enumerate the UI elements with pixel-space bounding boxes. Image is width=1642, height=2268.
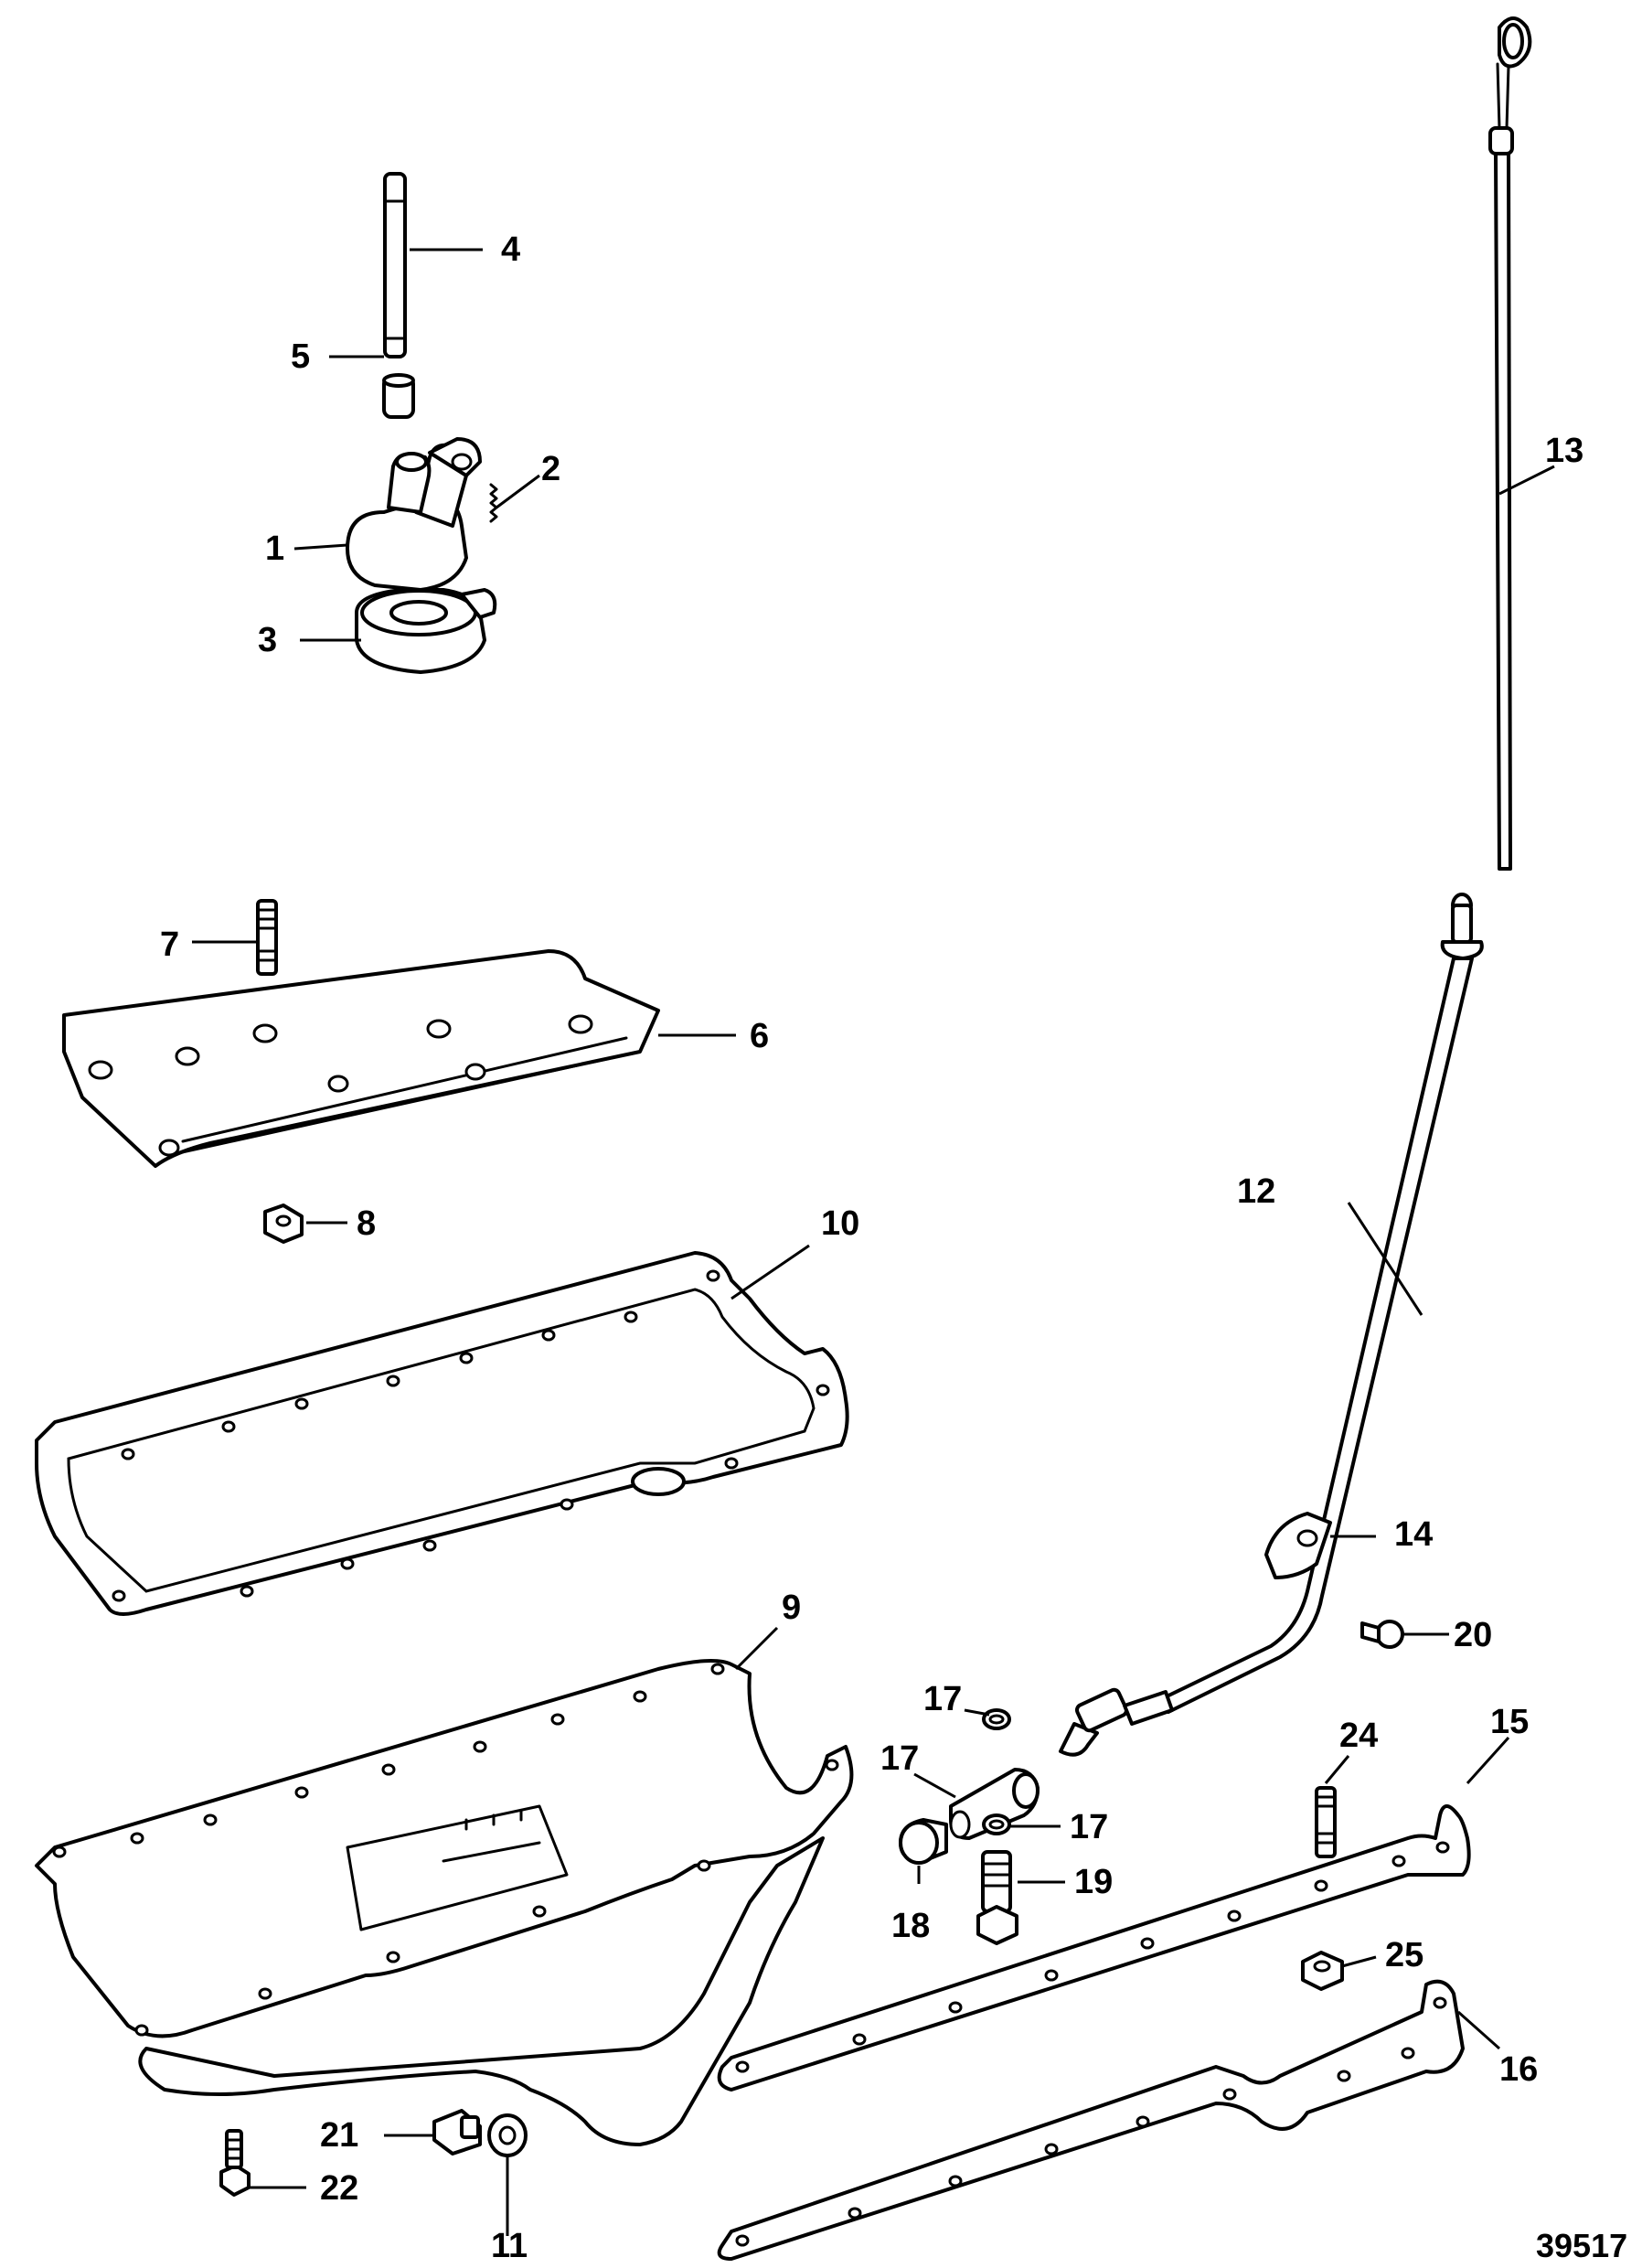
callout-24: 24: [1339, 1717, 1378, 1755]
callout-labels: 4 5 2 1 3 13 7 6 8 12 10 14 9 20 17 15 2…: [160, 230, 1627, 2265]
callout-23: 22: [320, 2169, 358, 2208]
dipstick-adapter: [949, 1768, 1040, 1840]
oil-pan-gasket: [35, 1251, 849, 1616]
dipstick: [1488, 16, 1532, 871]
pipe-plug: [899, 1818, 948, 1865]
callout-2: 2: [541, 450, 560, 488]
callout-17-upper: 17: [923, 1680, 962, 1718]
callout-5: 5: [291, 337, 310, 376]
callout-1: 1: [265, 530, 284, 568]
pump-drive-shaft: [383, 172, 407, 358]
callout-17-lower: 17: [1070, 1808, 1108, 1846]
oil-pump: [346, 437, 482, 592]
callout-7: 7: [160, 925, 179, 964]
callout-3: 3: [258, 621, 277, 659]
callout-4: 4: [501, 230, 520, 269]
pickup-screen: [355, 588, 497, 674]
tube-clip: [1264, 1512, 1332, 1579]
callout-14: 14: [1394, 1515, 1433, 1554]
oil-pan: [35, 1659, 854, 2146]
callout-9: 9: [782, 1589, 801, 1627]
leader-lines: [192, 248, 1555, 2236]
shaft-coupling: [382, 373, 415, 419]
side-gasket-left: [717, 1979, 1465, 2261]
tray-stud: [256, 899, 278, 976]
drain-plug-washer: [487, 2113, 528, 2157]
callout-6: 6: [750, 1017, 769, 1055]
callout-10: 10: [821, 1204, 859, 1243]
pan-bolt: [219, 2129, 251, 2197]
figure-number: 39517: [1536, 2227, 1627, 2264]
callout-22: 21: [320, 2116, 358, 2155]
callout-18: 17: [880, 1739, 919, 1778]
callout-21: 20: [1454, 1616, 1492, 1654]
relief-spring: [489, 483, 498, 523]
side-gasket-right: [717, 1804, 1471, 2091]
callout-15: 15: [1490, 1703, 1529, 1741]
callout-12: 12: [1237, 1172, 1275, 1211]
stud-nut: [1301, 1951, 1344, 1991]
stud: [1315, 1786, 1337, 1858]
callout-20: 19: [1074, 1863, 1113, 1901]
adapter-bolt: [976, 1850, 1018, 1945]
o-ring-lower: [982, 1813, 1011, 1835]
callout-19: 18: [891, 1907, 930, 1945]
tray-nut: [263, 1204, 304, 1244]
callout-16: 16: [1499, 2050, 1538, 2089]
dipstick-tube: [1059, 893, 1484, 1757]
callout-25: 25: [1385, 1936, 1423, 1974]
drain-plug: [432, 2109, 482, 2156]
o-ring-upper: [982, 1708, 1011, 1730]
callout-11: 11: [491, 2227, 528, 2265]
windage-tray: [62, 949, 660, 1168]
clip-screw: [1360, 1620, 1404, 1649]
callout-8: 8: [357, 1204, 376, 1243]
callout-13: 13: [1545, 432, 1583, 470]
